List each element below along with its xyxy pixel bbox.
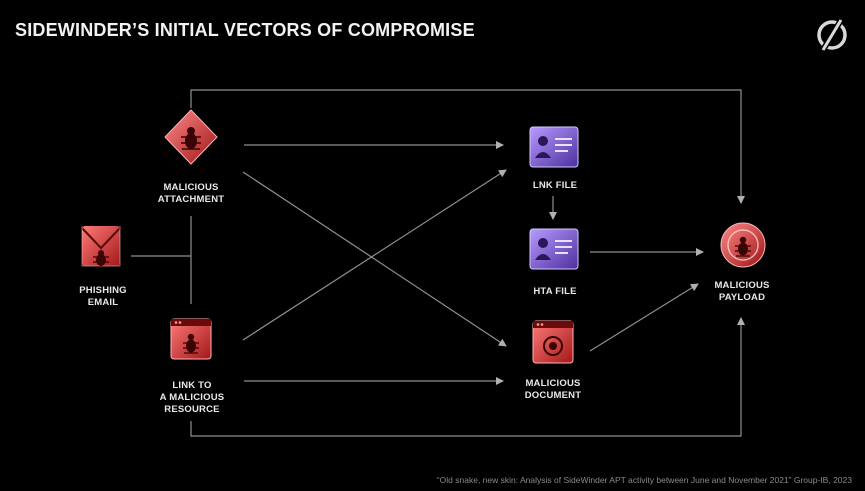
page-title: SIDEWINDER’S INITIAL VECTORS OF COMPROMI… <box>15 20 475 40</box>
brand-logo-icon <box>817 18 847 52</box>
malicious-attachment-label: MALICIOUS ATTACHMENT <box>157 182 225 205</box>
malicious-payload-label: MALICIOUS PAYLOAD <box>714 280 770 303</box>
link-to-payload-arrow <box>190 317 745 437</box>
id-card-icon <box>529 228 579 270</box>
link-to-lnk-arrow <box>242 169 507 341</box>
link-malicious-resource-label: LINK TO A MALICIOUS RESOURCE <box>159 380 225 415</box>
document-to-payload-arrow <box>589 283 699 352</box>
attachment-to-payload-arrow <box>190 89 745 204</box>
circle-bug-icon <box>720 222 766 268</box>
lnk-file-label: LNK FILE <box>532 180 578 191</box>
diamond-bug-icon <box>164 109 218 165</box>
attachment-to-document-arrow <box>242 171 507 347</box>
id-card-icon <box>529 126 579 168</box>
document-bug-icon <box>532 320 574 364</box>
source-caption: “Old snake, new skin: Analysis of SideWi… <box>436 475 852 485</box>
phishing-email-label: PHISHING EMAIL <box>79 285 127 308</box>
malicious-document-label: MALICIOUS DOCUMENT <box>524 378 582 401</box>
envelope-bug-icon <box>81 226 121 268</box>
browser-bug-icon <box>170 318 212 360</box>
hta-file-label: HTA FILE <box>533 286 577 297</box>
